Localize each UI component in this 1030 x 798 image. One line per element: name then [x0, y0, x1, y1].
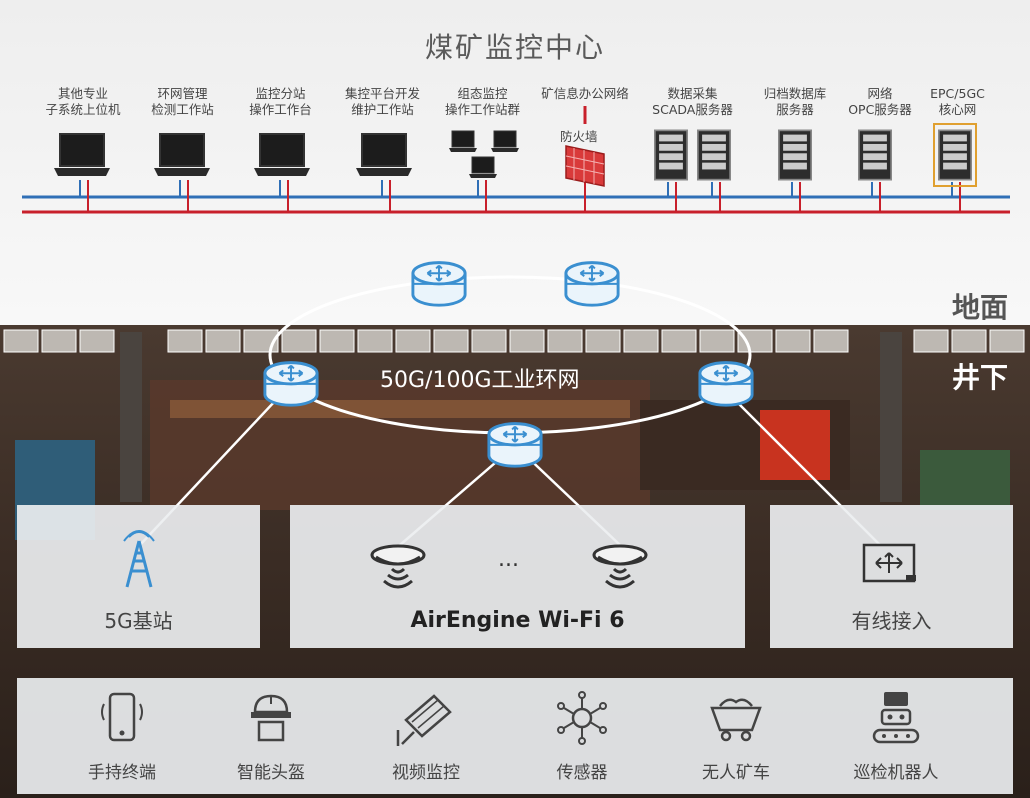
base-station-label: 5G基站: [104, 609, 173, 633]
server-icon: [933, 123, 977, 187]
page-title: 煤矿监控中心: [424, 31, 605, 64]
device-label-camera: 视频监控: [392, 763, 460, 783]
ring-network-label: 50G/100G工业环网: [380, 368, 580, 393]
laptop-icon: [355, 133, 413, 177]
node-label-ring-management: 环网管理 检测工作站: [151, 86, 214, 117]
wired-panel: 有线接入: [770, 505, 1013, 648]
base-station-panel: 5G基站: [17, 505, 260, 648]
device-label-helmet: 智能头盔: [237, 763, 305, 783]
node-label-opc-server: 网络 OPC服务器: [848, 86, 912, 117]
node-label-config-monitor: 组态监控 操作工作站群: [444, 86, 520, 117]
node-label-monitor-substation: 监控分站 操作工作台: [249, 86, 312, 117]
helmet-icon: [251, 694, 291, 742]
sensor-icon: [557, 691, 607, 745]
node-label-other-subsystem: 其他专业 子系统上位机: [45, 86, 121, 117]
router-icon: [263, 361, 319, 407]
firewall-icon: [565, 106, 605, 187]
wired-access-icon: [862, 543, 916, 583]
node-label-archive-db: 归档数据库 服务器: [763, 86, 827, 117]
laptop-icon: [253, 133, 311, 177]
underground-zone-label: 井下: [951, 361, 1008, 394]
wifi-ap-icon: [592, 544, 648, 589]
wired-label: 有线接入: [851, 609, 932, 633]
router-icon: [564, 261, 620, 307]
server-icon: [697, 129, 731, 181]
router-icon: [698, 361, 754, 407]
laptop-icon: [53, 133, 111, 177]
node-label-scada-server: 数据采集 SCADA服务器: [652, 86, 733, 117]
base-station-icon: [123, 530, 155, 588]
router-icon: [487, 422, 543, 468]
node-label-core-network: EPC/5GC 核心网: [930, 86, 985, 117]
wifi-panel: ... AirEngine Wi-Fi 6: [290, 505, 745, 648]
router-icon: [411, 261, 467, 307]
device-label-minecart: 无人矿车: [702, 763, 770, 783]
server-icon: [778, 129, 812, 181]
wifi-ellipsis: ...: [498, 547, 519, 572]
node-label-office-network: 矿信息办公网络: [541, 86, 629, 101]
firewall-label: 防火墙: [560, 129, 598, 144]
camera-icon: [396, 694, 452, 746]
device-label-handheld: 手持终端: [88, 763, 156, 783]
minecart-icon: [710, 698, 762, 742]
device-label-robot: 巡检机器人: [853, 763, 939, 783]
robot-icon: [872, 692, 920, 744]
devices-panel: [17, 678, 1013, 794]
server-icon: [858, 129, 892, 181]
phone-icon: [101, 692, 143, 742]
ground-zone-label: 地面: [951, 291, 1008, 324]
wifi-label: AirEngine Wi-Fi 6: [410, 608, 625, 633]
server-icon: [654, 129, 688, 181]
device-label-sensor: 传感器: [556, 763, 608, 783]
laptop-icon: [153, 133, 211, 177]
node-label-control-platform: 集控平台开发 维护工作站: [344, 86, 420, 117]
wifi-ap-icon: [370, 544, 426, 589]
